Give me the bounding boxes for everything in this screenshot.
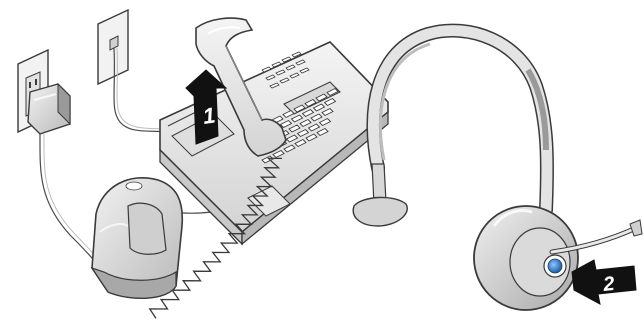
phone-wall-jack-icon [98, 10, 128, 84]
power-adapter-icon [28, 84, 70, 134]
headset-tbar-pad-icon [353, 164, 407, 226]
power-cord [40, 134, 100, 268]
step-2-number: 2 [601, 273, 615, 296]
call-control-button-icon [544, 255, 566, 277]
headset-base-icon [92, 178, 182, 298]
headset-headband-icon [373, 31, 547, 210]
step-2-arrow-icon: 2 [572, 260, 636, 304]
